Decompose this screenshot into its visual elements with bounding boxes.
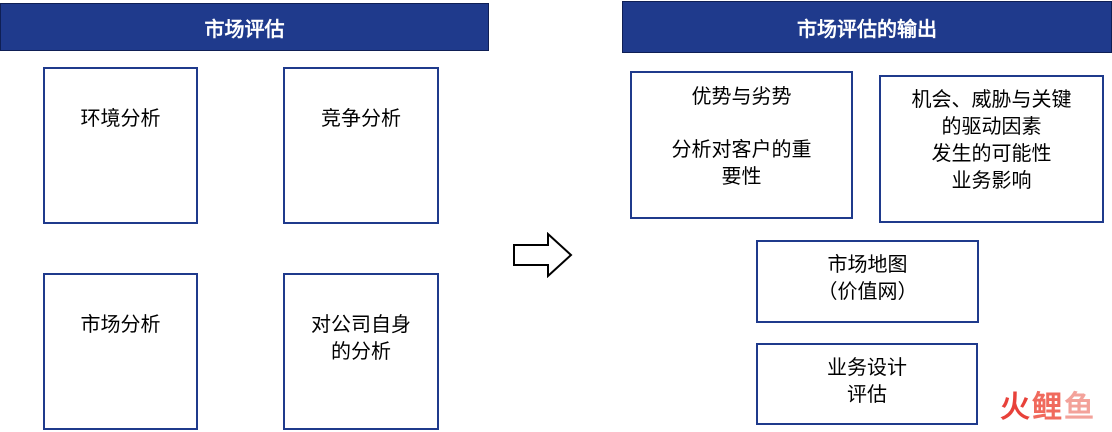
business-design-box: 业务设计 评估 <box>756 343 978 425</box>
right-arrow-icon <box>513 232 573 278</box>
self-analysis-box: 对公司自身 的分析 <box>283 273 439 430</box>
right-header: 市场评估的输出 <box>622 1 1112 53</box>
left-header-title: 市场评估 <box>204 16 285 41</box>
market-analysis-label: 市场分析 <box>80 312 161 336</box>
self-analysis-label-line1: 对公司自身 <box>311 312 411 336</box>
self-analysis-label-line2: 的分析 <box>331 339 391 363</box>
strengths-weaknesses-line3: 要性 <box>721 164 762 188</box>
opportunities-threats-line2: 的驱动因素 <box>941 114 1042 138</box>
strengths-weaknesses-title: 优势与劣势 <box>691 84 792 108</box>
opportunities-threats-line1: 机会、威胁与关键 <box>911 87 1072 111</box>
environment-analysis-box: 环境分析 <box>43 67 198 224</box>
opportunities-threats-line3: 发生的可能性 <box>931 141 1052 165</box>
competition-analysis-label: 竞争分析 <box>321 106 401 130</box>
strengths-weaknesses-line2: 分析对客户的重 <box>671 137 812 161</box>
watermark-logo: 火鲤鱼 <box>1000 390 1096 425</box>
business-design-line2: 评估 <box>847 382 887 406</box>
market-map-line1: 市场地图 <box>827 252 908 276</box>
market-map-box: 市场地图 （价值网） <box>756 240 979 323</box>
left-header: 市场评估 <box>0 3 489 51</box>
market-map-line2: （价值网） <box>817 279 918 303</box>
opportunities-threats-box: 机会、威胁与关键 的驱动因素 发生的可能性 业务影响 <box>879 75 1104 223</box>
right-header-title: 市场评估的输出 <box>797 16 937 41</box>
strengths-weaknesses-box: 优势与劣势 分析对客户的重 要性 <box>630 71 853 219</box>
business-design-line1: 业务设计 <box>827 355 907 379</box>
competition-analysis-box: 竞争分析 <box>283 67 439 224</box>
environment-analysis-label: 环境分析 <box>80 106 161 130</box>
market-analysis-box: 市场分析 <box>43 273 198 430</box>
opportunities-threats-line4: 业务影响 <box>951 168 1032 192</box>
